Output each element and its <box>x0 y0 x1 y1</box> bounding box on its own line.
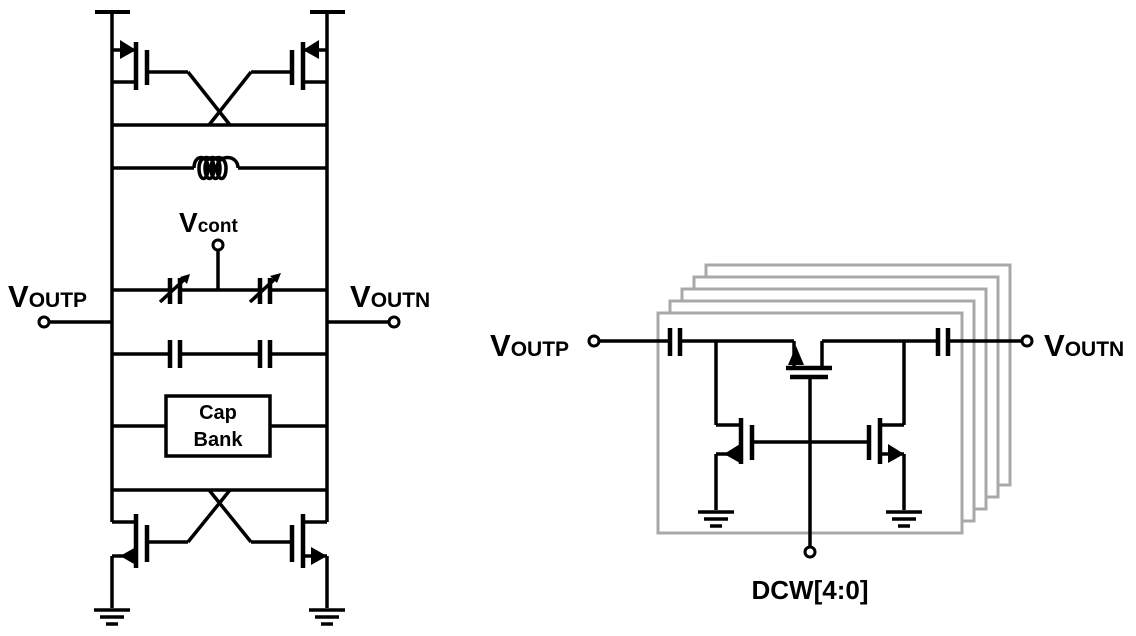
center-switch-transistor <box>782 339 936 547</box>
ground-unit-right <box>886 510 922 528</box>
ground-right <box>309 608 345 626</box>
dcw-node[interactable] <box>803 545 817 559</box>
cap-bank-label-line2: Bank <box>194 429 244 451</box>
voutp-label-right: VOUTP <box>490 328 569 363</box>
voutn-label-right: VOUTN <box>1044 328 1124 363</box>
voutn-label-left: VOUTN <box>350 279 430 314</box>
ground-unit-left <box>698 510 734 528</box>
voutp-node-left[interactable] <box>37 315 51 329</box>
ground-left <box>94 608 130 626</box>
pulldown-nmos-right <box>866 341 906 510</box>
cap-bank: Cap Bank <box>112 394 327 458</box>
nmos-bottom-left <box>110 514 150 608</box>
lc-vco-circuit: Vcont VOUTP VOUTN <box>8 10 430 626</box>
pulldown-nmos-left <box>714 341 870 510</box>
nmos-bottom-right <box>289 514 329 608</box>
cap-bank-label-line1: Cap <box>199 402 237 424</box>
bottom-cross-coupling <box>147 488 292 544</box>
varactor-pair <box>112 273 327 304</box>
vcont-label: Vcont <box>179 207 238 238</box>
dcw-label: DCW[4:0] <box>752 575 869 605</box>
pmos-top-right <box>289 40 329 90</box>
voutp-node-right[interactable] <box>587 334 601 348</box>
series-cap-right <box>935 328 1022 356</box>
vcont-node[interactable] <box>211 238 225 252</box>
fixed-cap-pair <box>112 340 327 368</box>
top-cross-coupling <box>147 70 292 127</box>
inductor <box>112 155 327 181</box>
vdd-supply-right <box>310 10 345 50</box>
series-cap-left <box>667 328 782 356</box>
voutn-node-right[interactable] <box>1020 334 1034 348</box>
vdd-supply-left <box>95 10 130 50</box>
voutp-label-left: VOUTP <box>8 279 87 314</box>
voutn-node-left[interactable] <box>387 315 401 329</box>
cap-bank-unit-circuit: VOUTP VOUTN <box>490 263 1124 605</box>
pmos-top-left <box>110 40 150 90</box>
